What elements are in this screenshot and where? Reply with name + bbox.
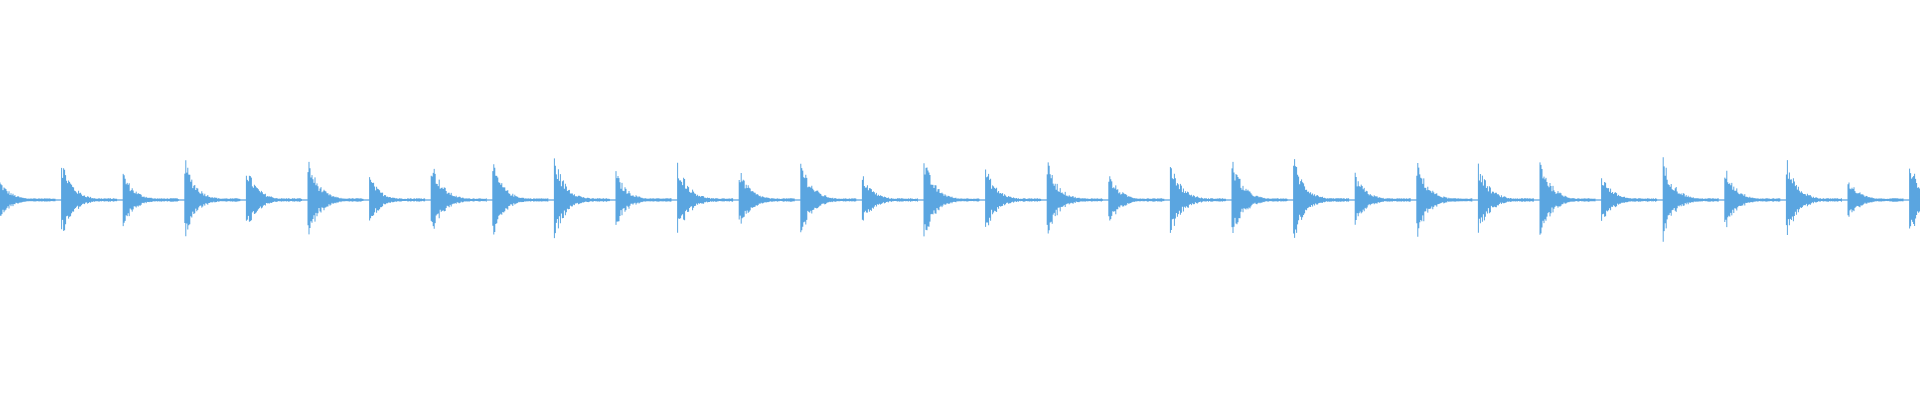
waveform-hit (738, 173, 795, 224)
waveform-hit (184, 160, 241, 237)
waveform-hit (615, 171, 672, 225)
waveform-hit (1046, 162, 1103, 234)
waveform-hit (800, 163, 857, 233)
waveform-hit (1601, 178, 1658, 221)
waveform-hit (677, 162, 734, 233)
waveform-hit (61, 167, 118, 231)
waveform-hit (1231, 161, 1288, 233)
waveform-hit (492, 164, 549, 235)
waveform-hit (1539, 162, 1596, 235)
waveform-hit (861, 176, 918, 221)
waveform-hit (1416, 163, 1473, 237)
waveform-hit (245, 175, 302, 222)
waveform-hit (923, 163, 980, 237)
waveform-hit (985, 169, 1042, 227)
waveform-hit (430, 168, 487, 229)
waveform-hit (1847, 182, 1904, 217)
waveform-hit (1909, 168, 1920, 229)
waveform-hit (1477, 163, 1534, 233)
waveform-hit (553, 158, 610, 239)
waveform-hits (0, 157, 1920, 242)
waveform-hit (1354, 172, 1411, 225)
waveform-hit (122, 173, 179, 227)
waveform-hit (0, 182, 56, 216)
waveform-hit (1293, 159, 1350, 238)
waveform-hit (307, 161, 364, 235)
waveform-hit (1785, 160, 1842, 235)
waveform-hit (1662, 157, 1719, 242)
waveform-hit (1108, 176, 1165, 221)
waveform-hit (369, 177, 426, 221)
waveform-hit (1724, 170, 1781, 228)
waveform-hit (1169, 167, 1226, 233)
